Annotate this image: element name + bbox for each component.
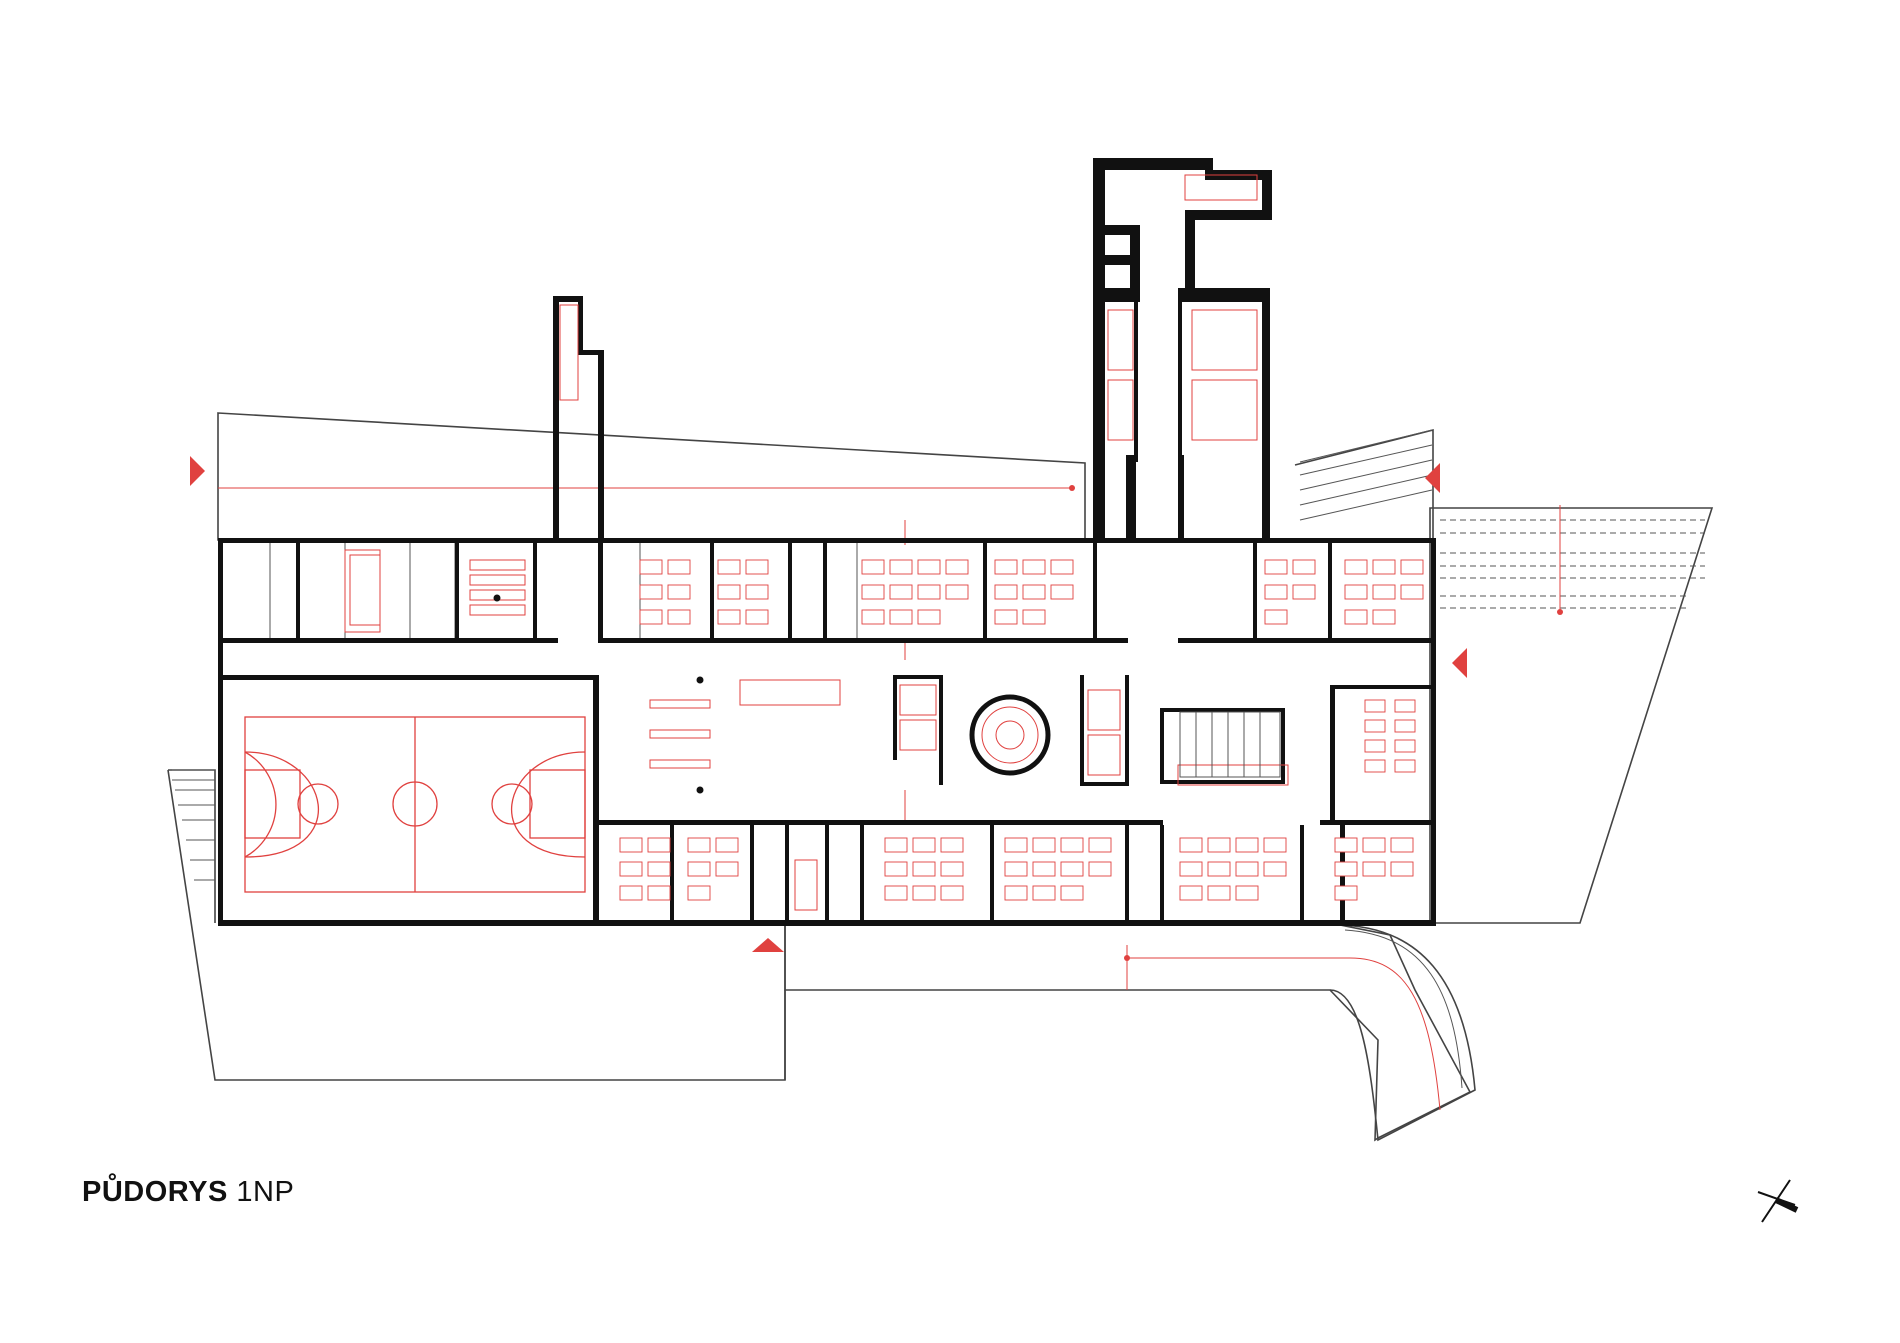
red-triangle-icon (190, 456, 1467, 952)
site-outline (167, 412, 1714, 1142)
title-floor: 1NP (236, 1176, 295, 1208)
drawing-title: PŮDORYS 1NP (82, 1176, 294, 1209)
central-hall (344, 549, 1416, 794)
title-main: PŮDORYS (82, 1176, 228, 1208)
building-walls (218, 158, 1436, 926)
gymnasium (244, 716, 586, 893)
south-wing-rooms (619, 825, 1414, 920)
circulation-lines (218, 485, 1563, 1111)
north-arrow-icon (1757, 1179, 1799, 1223)
north-wing-rooms (269, 174, 1424, 638)
